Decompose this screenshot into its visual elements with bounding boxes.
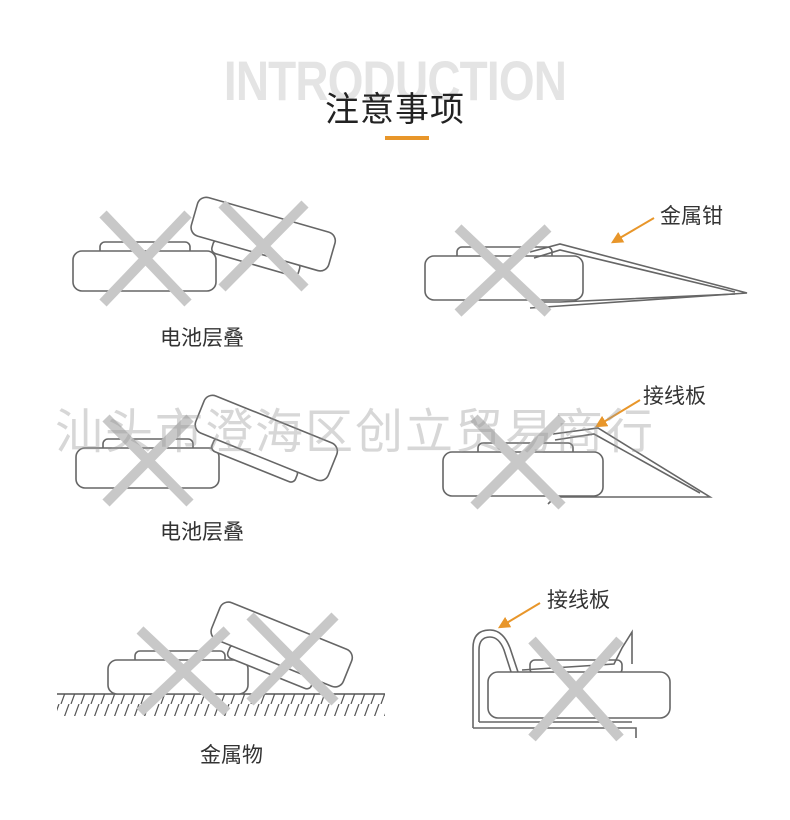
prohibited-cross [218,200,309,292]
callout-wiring-board-2: 接线板 [547,588,610,612]
panel-battery-stack-2 [75,394,339,507]
panel-metal-clamp [424,217,748,317]
prohibited-cross [454,224,552,317]
prohibited-cross [470,414,566,510]
caption-battery-stack-2: 电池层叠 [160,520,244,544]
callout-arrow [610,217,655,244]
caption-battery-stack-1: 电池层叠 [160,326,244,350]
callout-metal-clamp: 金属钳 [660,204,723,228]
prohibited-cross [136,626,231,716]
panel-metal-object [57,601,385,716]
bracket [472,629,521,728]
callout-arrow [594,399,641,428]
prohibited-cross [528,636,624,742]
intro-background-word: INTRODUCTION [223,49,567,112]
watermark: 汕头市澄海区创立贸易商行 [55,404,656,460]
terminal-plate [521,629,633,671]
caption-metal-object: 金属物 [200,743,263,767]
battery [194,394,339,482]
prohibited-cross [102,414,194,507]
panel-battery-stack-1 [72,196,337,307]
prohibited-cross [99,210,192,307]
callout-arrow [497,602,541,629]
callout-wiring-board-1: 接线板 [643,384,706,408]
page-title: 注意事项 [325,90,465,130]
title-underline [385,136,429,140]
panel-wiring-board-2 [472,602,671,742]
panel-wiring-board-1 [442,399,713,510]
prohibited-cross [246,612,339,706]
metal-clamp [529,243,748,309]
